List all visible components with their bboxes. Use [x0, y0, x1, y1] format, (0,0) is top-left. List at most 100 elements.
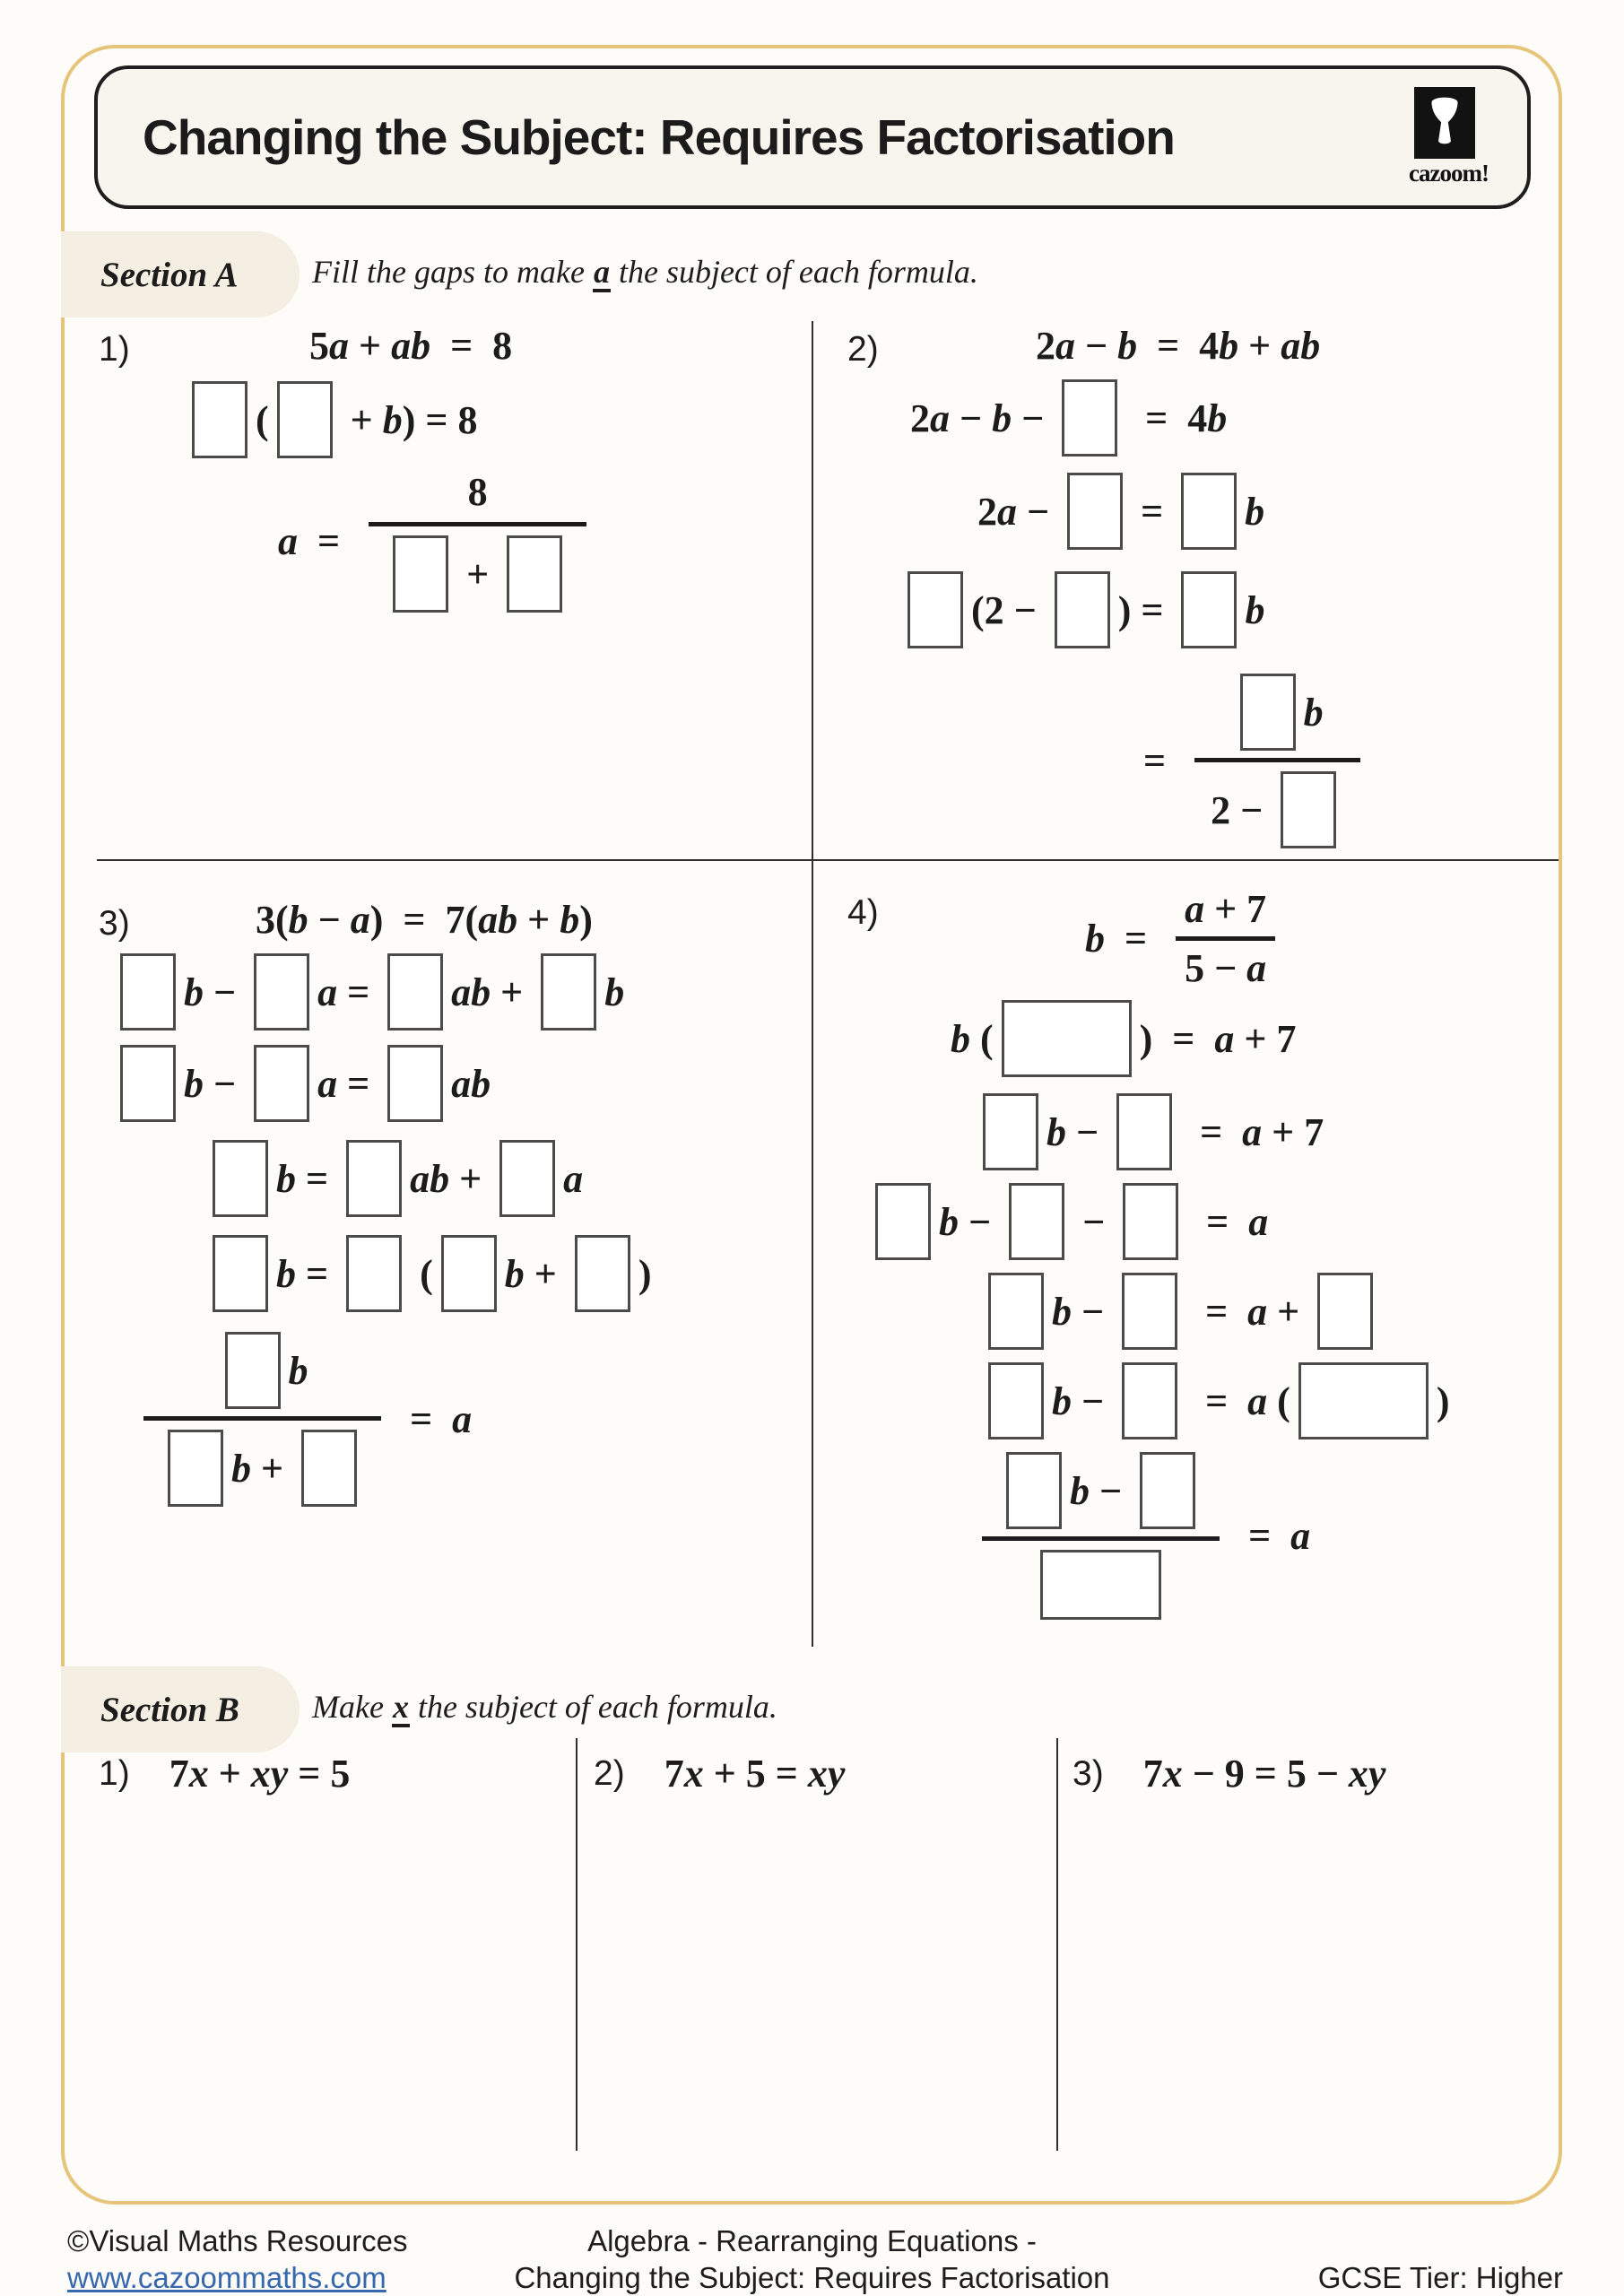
math-text: = 5: [288, 1752, 351, 1796]
answer-box: [908, 571, 963, 648]
fraction: b −: [982, 1450, 1220, 1622]
math-variable: b: [382, 397, 403, 442]
answer-box: [1001, 1000, 1132, 1077]
math-variable: xy: [250, 1752, 289, 1796]
section-b-instruction: Make x the subject of each formula.: [312, 1688, 777, 1727]
question-number: 1): [99, 1753, 130, 1793]
math-text: = 4: [1137, 324, 1220, 368]
equation-line: b − a = ab + b: [112, 953, 807, 1031]
answer-box: [346, 1140, 403, 1217]
outer-gold-border: [61, 45, 1562, 2205]
math-variable: b: [1219, 324, 1239, 368]
math-text: +: [449, 1156, 492, 1201]
math-variable: b: [560, 898, 580, 942]
answer-box: [192, 381, 248, 458]
answer-box: [875, 1183, 931, 1260]
cazoom-logo: cazoom!: [1409, 87, 1489, 187]
answer-box: [387, 953, 444, 1031]
question-number: 3): [99, 904, 130, 943]
divider-horizontal-section-a: [97, 859, 1559, 861]
footer-center-line1: Algebra - Rearranging Equations -: [587, 2224, 1037, 2257]
math-variable: a: [317, 1061, 338, 1106]
fraction-denominator: +: [369, 526, 586, 614]
fraction-numerator: b: [201, 1330, 325, 1416]
answer-box: [120, 1045, 176, 1122]
question-number: 1): [99, 330, 130, 369]
math-text: +: [491, 970, 534, 1014]
math-text: +: [1267, 1289, 1310, 1334]
answer-box: [983, 1093, 1038, 1170]
fraction: 8 +: [369, 467, 587, 614]
equation-line: b = (b + ): [204, 1235, 807, 1312]
math-variable: a: [1247, 1378, 1268, 1423]
math-text: −: [204, 1061, 247, 1106]
math-text: +: [456, 552, 499, 596]
answer-box: [1006, 1452, 1062, 1529]
answer-box: [1040, 1550, 1162, 1620]
fraction-numerator: b: [1216, 672, 1340, 758]
math-text: (: [410, 1251, 433, 1296]
math-variable: xy: [807, 1752, 846, 1796]
math-variable: x: [683, 1752, 704, 1796]
math-variable: ab: [451, 970, 491, 1014]
section-a-label: Section A: [61, 231, 300, 317]
math-variable: b: [504, 1251, 525, 1296]
math-variable: a: [1242, 1109, 1263, 1154]
instruction-text: Fill the gaps to make: [312, 254, 593, 290]
math-variable: b: [288, 898, 308, 942]
math-text: −: [1072, 1378, 1115, 1423]
math-text: 7: [664, 1752, 684, 1796]
math-text: ) =: [1139, 1016, 1215, 1061]
answer-box: [1298, 1362, 1429, 1439]
fraction: b 2 −: [1194, 672, 1361, 850]
answer-box: [1181, 571, 1238, 648]
math-variable: a: [1055, 324, 1075, 368]
math-variable: ab: [451, 1061, 491, 1106]
math-variable: a: [997, 489, 1017, 534]
math-text: ): [638, 1251, 652, 1296]
math-variable: b: [1046, 1109, 1066, 1154]
math-text: −: [308, 898, 351, 942]
math-text: 5 −: [1185, 946, 1247, 990]
answer-box: [393, 535, 449, 613]
logo-text: cazoom!: [1409, 160, 1489, 187]
math-variable: ab: [478, 898, 518, 942]
math-text: + 5 =: [703, 1752, 808, 1796]
answer-box: [1317, 1273, 1374, 1350]
math-variable: b: [1117, 324, 1138, 368]
answer-box: [346, 1235, 403, 1312]
math-text: 2 −: [1211, 787, 1273, 832]
math-variable: a: [329, 324, 349, 368]
math-variable: b: [276, 1251, 296, 1296]
math-variable: b: [1245, 587, 1265, 632]
instruction-text: the subject of each formula.: [610, 254, 978, 290]
answer-box: [574, 1235, 630, 1312]
math-variable: b: [184, 1061, 204, 1106]
math-variable: ab: [391, 324, 431, 368]
math-text: (: [970, 1016, 994, 1061]
math-variable: a: [1246, 946, 1267, 990]
math-text: 3(: [256, 898, 289, 942]
math-text: 2: [1036, 324, 1055, 368]
answer-box: [1140, 1452, 1196, 1529]
footer-copyright: ©Visual Maths Resources: [67, 2224, 408, 2257]
math-text: +: [208, 1752, 251, 1796]
answer-box: [1281, 771, 1337, 848]
drum-icon: [1414, 87, 1475, 159]
answer-box: [168, 1430, 223, 1507]
math-variable: b: [1085, 917, 1105, 961]
math-text: −: [950, 396, 993, 440]
math-text: =: [296, 1251, 339, 1296]
footer-link[interactable]: www.cazoommaths.com: [67, 2261, 386, 2294]
divider-vertical-section-b-2: [1056, 1738, 1058, 2151]
question-number: 2): [847, 330, 879, 369]
math-variable: a: [350, 898, 370, 942]
math-text: =: [1229, 1514, 1291, 1558]
answer-box: [1116, 1093, 1173, 1170]
math-variable: b: [184, 970, 204, 1014]
